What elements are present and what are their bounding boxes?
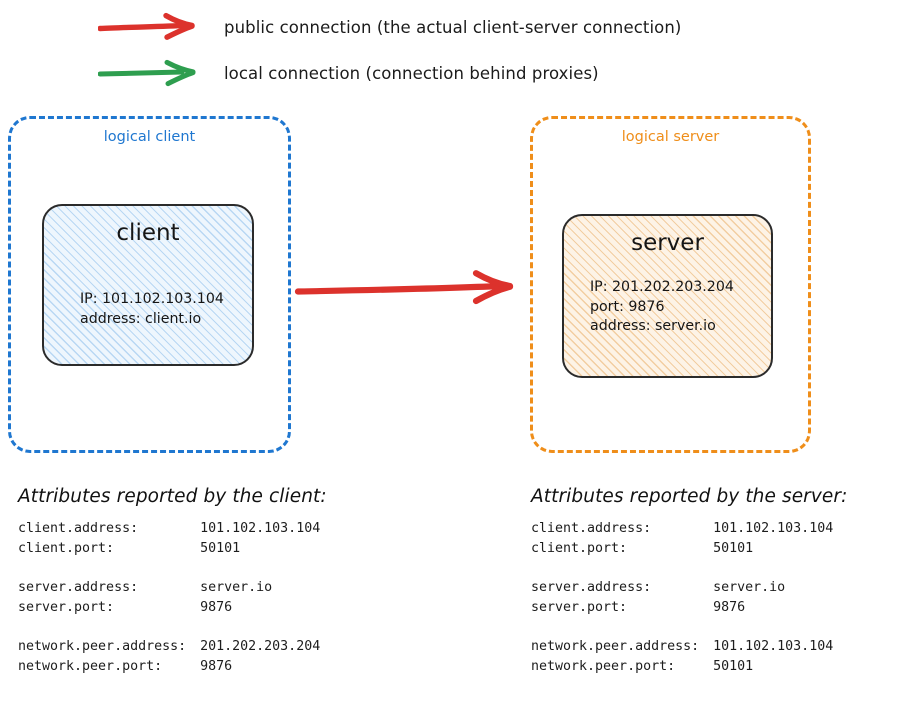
attribute-value: server.io [200, 580, 273, 595]
logical-server-label: logical server [621, 129, 720, 145]
attribute-value: 50101 [713, 658, 754, 674]
attribute-value: 101.102.103.104 [713, 639, 834, 654]
server-attributes-rows: client.address: 101.102.103.104 client.por… [531, 519, 833, 676]
attribute-value: 9876 [200, 599, 233, 615]
table-row: network.peer.port: 9876 [18, 657, 320, 677]
table-row: client.port: 50101 [531, 539, 833, 559]
attribute-key: network.peer.port: [531, 658, 676, 674]
server-node-details: IP: 201.202.203.204 port: 9876 address: … [590, 278, 734, 337]
attribute-value [200, 558, 320, 578]
table-row: server.address: server.io [531, 578, 833, 598]
attribute-value: 201.202.203.204 [200, 639, 321, 654]
arrow-right-icon [98, 12, 195, 40]
attribute-value: 9876 [713, 599, 746, 615]
client-node-title: client [116, 220, 180, 246]
attribute-key [18, 617, 200, 637]
server-node-address: address: server.io [590, 318, 716, 334]
attribute-key: server.port: [531, 599, 628, 615]
attribute-value: 9876 [200, 658, 233, 674]
attribute-key: server.address: [531, 580, 652, 595]
server-attributes-heading: Attributes reported by the server: [531, 486, 848, 507]
server-node-title: server [631, 230, 704, 256]
client-attributes-panel: Attributes reported by the client: clien… [18, 486, 327, 676]
legend-label-local-connection: local connection (connection behind prox… [224, 63, 599, 83]
client-attributes-heading: Attributes reported by the client: [18, 486, 327, 507]
server-node: server IP: 201.202.203.204 port: 9876 ad… [562, 214, 773, 378]
attribute-value: server.io [713, 580, 786, 595]
attribute-value [713, 558, 833, 578]
attribute-key: client.address: [531, 521, 652, 536]
client-node: client IP: 101.102.103.104 address: clie… [42, 204, 254, 366]
server-node-port: port: 9876 [590, 298, 665, 315]
attribute-value: 101.102.103.104 [200, 521, 321, 536]
attribute-value [713, 617, 833, 637]
attribute-key: client.port: [531, 540, 628, 556]
table-row: client.address: 101.102.103.104 [531, 519, 833, 539]
table-row: network.peer.address: 101.102.103.104 [531, 637, 833, 657]
server-node-ip: IP: 201.202.203.204 [590, 279, 734, 295]
table-row-spacer [531, 617, 833, 637]
attribute-key [531, 617, 713, 637]
table-row: server.port: 9876 [531, 598, 833, 618]
attribute-key: server.port: [18, 599, 115, 615]
attribute-key: server.address: [18, 580, 139, 595]
attribute-key [18, 558, 200, 578]
table-row: server.address: server.io [18, 578, 320, 598]
attribute-value: 50101 [200, 540, 241, 556]
server-attributes-table: client.address: 101.102.103.104 client.por… [531, 519, 833, 676]
table-row: network.peer.address: 201.202.203.204 [18, 637, 320, 657]
logical-client-label: logical client [103, 129, 196, 145]
table-row-spacer [531, 558, 833, 578]
attribute-key [531, 558, 713, 578]
table-row: server.port: 9876 [18, 598, 320, 618]
client-attributes-table: client.address: 101.102.103.104 client.por… [18, 519, 320, 676]
table-row: client.address: 101.102.103.104 [18, 519, 320, 539]
client-attributes-rows: client.address: 101.102.103.104 client.por… [18, 519, 320, 676]
arrow-right-icon [98, 59, 196, 87]
server-attributes-panel: Attributes reported by the server: clien… [531, 486, 847, 676]
legend-item-local-connection: local connection (connection behind prox… [98, 58, 599, 88]
legend-label-public-connection: public connection (the actual client-ser… [224, 17, 682, 37]
public-connection-arrow [294, 270, 514, 305]
attribute-value [200, 617, 320, 637]
attribute-key: client.address: [18, 521, 139, 536]
table-row-spacer [18, 617, 320, 637]
attribute-key: network.peer.port: [18, 658, 163, 674]
attribute-value: 50101 [713, 540, 754, 556]
attribute-key: client.port: [18, 540, 115, 556]
table-row-spacer [18, 558, 320, 578]
client-node-address: address: client.io [80, 310, 202, 327]
legend-item-public-connection: public connection (the actual client-ser… [98, 12, 681, 42]
table-row: client.port: 50101 [18, 539, 320, 559]
attribute-key: network.peer.address: [531, 639, 700, 654]
attribute-value: 101.102.103.104 [713, 521, 834, 536]
client-node-ip: IP: 101.102.103.104 [80, 291, 224, 307]
logical-server-group: logical server [530, 116, 811, 453]
client-node-details: IP: 101.102.103.104 address: client.io [80, 290, 224, 329]
logical-client-group: logical client [8, 116, 291, 453]
attribute-key: network.peer.address: [18, 639, 187, 654]
table-row: network.peer.port: 50101 [531, 657, 833, 677]
